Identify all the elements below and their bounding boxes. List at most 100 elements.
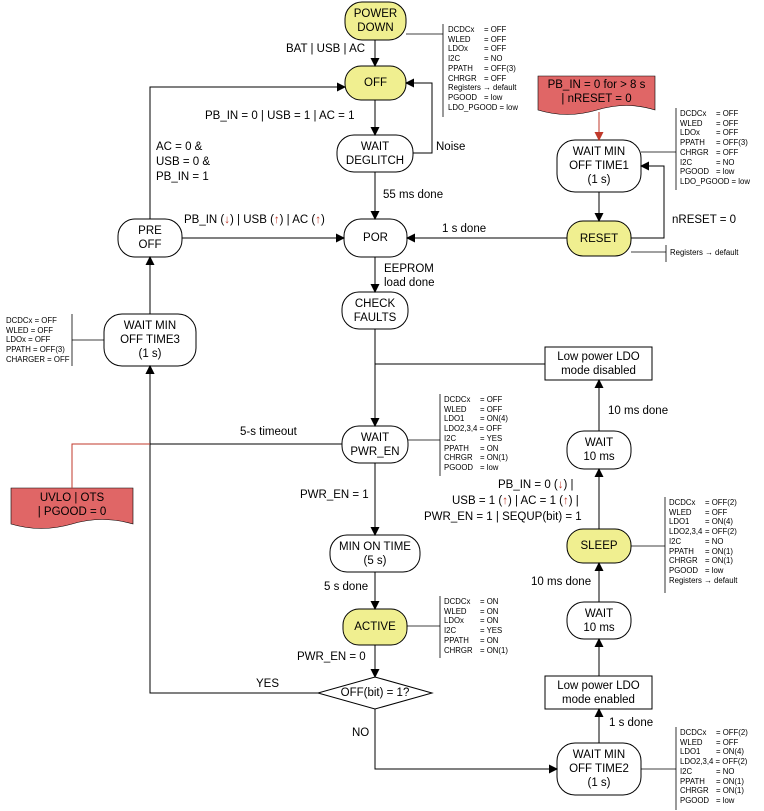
label-wait-pwr-en: WAIT PWR_EN [350, 431, 400, 458]
annotation-value: = OFF [484, 34, 507, 44]
arrow-deglitch-noise [405, 78, 433, 154]
label-off: OFF [364, 77, 387, 89]
transition-ac-usb-pb-line3: PB_IN = 1 [156, 171, 209, 183]
annotation-key: CHRGR [669, 556, 698, 566]
annotation-row: DCDCx = ON [444, 597, 508, 607]
transition-yes: YES [256, 678, 280, 690]
transition-preoff-por: PB_IN (↓) | USB (↑) | AC (↑) [184, 213, 325, 227]
annotation-value: = OFF [484, 25, 507, 34]
annotation-value: = ON(4) [480, 414, 508, 424]
transition-ac-usb-pb-line2: USB = 0 & [156, 156, 211, 168]
annotation-value: = low [716, 795, 735, 805]
annotation-key: WLED [680, 737, 703, 747]
annotation-row: LDOx = OFF [680, 128, 750, 138]
arrow-reset-nreset [631, 161, 665, 239]
annotation-row: PPATH= OFF(3) [680, 138, 750, 148]
annotation-value: = OFF(3) [484, 63, 516, 73]
annotation-row: LDO2,3,4= OFF(2) [669, 527, 737, 537]
transition-ac-usb-pb-line1: AC = 0 & [156, 141, 203, 153]
arrow-down-icon: ↓ [224, 214, 231, 226]
annotation-row: LDO_PGOOD = low [448, 102, 518, 112]
annotation-key: PGOOD [448, 92, 478, 102]
annotation-row: DCDCx= OFF [444, 395, 508, 405]
arrow-decision-no [374, 709, 558, 774]
annotation-key: WLED [444, 606, 467, 616]
annotation-value: = ON [480, 616, 499, 626]
annotation-key: CHRGR [444, 453, 473, 463]
annotation-row: PGOOD= low [669, 566, 737, 576]
label-active: ACTIVE [354, 621, 396, 633]
annotation-key: WLED [669, 507, 692, 517]
label-wait-min-off-time1: WAIT MIN OFF TIME1 (1 s) [569, 146, 629, 186]
wake-line1-b: ) | [563, 479, 574, 491]
label-pre-off: PRE OFF [138, 225, 162, 251]
annotation-row: LDOx= OFF [448, 44, 518, 54]
transition-wake-line3: PWR_EN = 1 | SEQUP(bit) = 1 [424, 511, 582, 523]
transition-eeprom: EEPROM load done [384, 263, 435, 289]
wake-line2-a: USB = 1 ( [452, 495, 503, 507]
annotation-key: I2C [680, 157, 693, 167]
annotation-key: CHRGR [680, 147, 709, 157]
flag-pb-in-8s: PB_IN = 0 for > 8 s | nRESET = 0 [547, 79, 646, 105]
annotation-row: CHRGR= ON(1) [444, 646, 508, 656]
annotation-key: DCDCx [444, 597, 471, 606]
label-reset: RESET [579, 232, 619, 245]
wake-line1-a: PB_IN = 0 ( [498, 479, 558, 491]
label-wait-min-off-time2: WAIT MIN OFF TIME2 (1 s) [569, 749, 629, 789]
annotation-key: WLED [448, 34, 471, 44]
annotation-value: = ON(1) [705, 556, 733, 566]
arrow-down-icon: ↓ [557, 479, 564, 491]
annotation-value: = OFF(2) [705, 527, 737, 537]
annotation-row: I2C= NO [680, 767, 748, 777]
annotation-value: = low [484, 92, 503, 102]
annotation-row: DCDCx = OFF [6, 316, 57, 325]
transition-preoff-part-a: PB_IN ( [184, 214, 225, 226]
annotation-value: = ON [480, 606, 499, 616]
transition-pb-in-usb-ac: PB_IN = 0 | USB = 1 | AC = 1 [205, 110, 355, 122]
annotation-key: CHRGR [444, 645, 473, 655]
annotation-value: = low [480, 462, 499, 472]
annotation-value: = OFF(2) [705, 498, 737, 507]
annotation-value: = OFF [716, 128, 739, 138]
transition-no: NO [352, 727, 370, 739]
annotation-row: PPATH= ON(1) [680, 777, 748, 787]
annotation-key: PGOOD [444, 462, 474, 472]
annotation-row: PPATH= ON [444, 636, 508, 646]
annotation-key: PPATH [669, 546, 694, 556]
arrow-lp-disabled-to-wait-pwr-en [374, 363, 545, 426]
annotation-value: = ON [480, 597, 499, 606]
annotation-key: WLED [680, 118, 703, 128]
label-min-on-time: MIN ON TIME (5 s) [339, 540, 411, 567]
annotation-row: CHRGR= OFF [680, 148, 750, 158]
annotation-row: LDO1= ON(4) [680, 747, 748, 757]
annotation-row: PGOOD = low [444, 463, 508, 473]
transition-pwr-en-0: PWR_EN = 0 [297, 651, 366, 663]
wake-line2-c: ) | [568, 495, 579, 507]
wake-line2-b: ) | AC = 1 ( [507, 495, 564, 507]
transition-5s-done: 5 s done [324, 581, 369, 593]
annotation-row: DCDCx = OFF [448, 25, 518, 35]
annotation-key: LDO2,3,4 [669, 527, 703, 537]
annotation-row: I2C= NO [680, 158, 750, 168]
annotation-value: = ON(1) [705, 546, 733, 556]
transition-10ms-done-low: 10 ms done [531, 576, 592, 588]
annotation-row: CHRGR = ON(1) [444, 453, 508, 463]
annotation-value: = low [705, 565, 724, 575]
annotation-key: LDOx [680, 128, 700, 138]
annotation-row: PGOOD= low [680, 796, 748, 806]
transition-wake-line2: USB = 1 (↑) | AC = 1 (↑) | [452, 494, 579, 508]
annotation-key: PPATH [680, 776, 705, 786]
annotation-key: WLED [444, 404, 467, 414]
annotation-key: DCDCx [448, 25, 475, 34]
annotation-value: = ON(1) [480, 453, 508, 463]
arrow-up-icon: ↑ [273, 214, 280, 226]
annotation-row: PPATH = OFF(3) [6, 345, 65, 355]
annotation-row: CHARGER = OFF [6, 354, 70, 364]
annotation-key: I2C [444, 626, 457, 636]
annotation-row: LDOx= ON [444, 616, 508, 626]
transition-10ms-done-high: 10 ms done [608, 405, 669, 417]
